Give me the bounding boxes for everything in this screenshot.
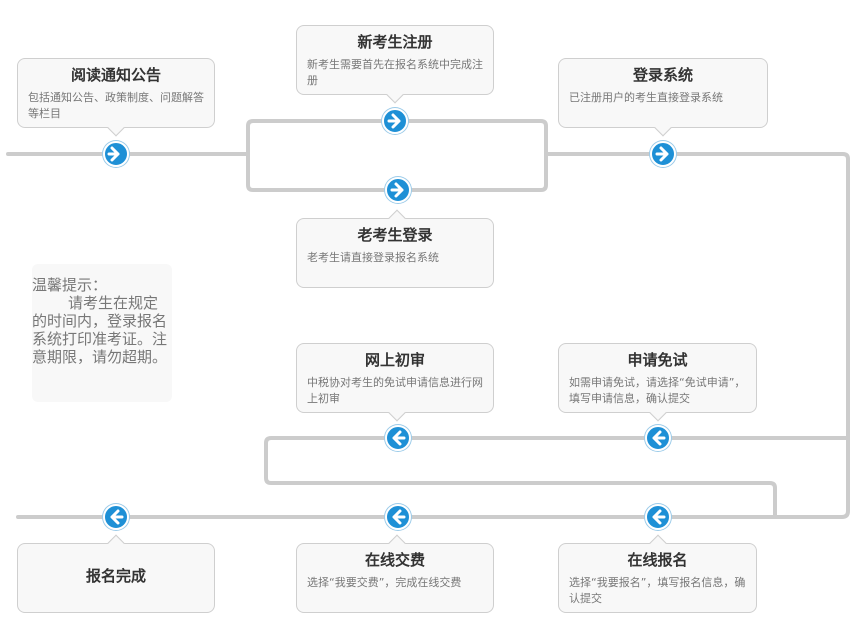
step-desc: 包括通知公告、政策制度、问题解答等栏目 [28,91,204,120]
line-top-right [544,152,850,440]
step-desc: 选择“我要报名”，填写报名信息，确认提交 [569,576,746,605]
step-complete: 报名完成 [17,543,215,613]
step-online-apply: 在线报名 选择“我要报名”，填写报名信息，确认提交 [558,543,757,613]
step-desc: 选择“我要交费”，完成在线交费 [307,576,462,589]
line-mid [264,436,850,519]
line-right-bottom [16,436,850,519]
arrow-right-icon [385,177,411,203]
tip-body: 请考生在规定的时间内，登录报名系统打印准考证。注意期限，请勿超期。 [32,294,168,366]
arrow-right-icon [103,141,129,167]
step-title: 阅读通知公告 [70,66,161,84]
step-online-pay: 在线交费 选择“我要交费”，完成在线交费 [296,543,494,613]
arrow-left-icon [645,425,671,451]
step-desc: 已注册用户的考生直接登录系统 [569,91,723,104]
arrow-left-icon [385,425,411,451]
step-apply-exempt: 申请免试 如需申请免试，请选择“免试申请”，填写申请信息，确认提交 [558,343,757,413]
tip-heading: 温馨提示： [32,276,108,294]
arrow-right-icon [650,141,676,167]
step-new-register: 新考生注册 新考生需要首先在报名系统中完成注册 [296,25,494,95]
step-title: 登录系统 [632,66,693,84]
step-desc: 中税协对考生的免试申请信息进行网上初审 [307,376,483,405]
arrow-right-icon [382,108,408,134]
step-title: 申请免试 [627,351,688,369]
arrow-left-icon [385,504,411,530]
step-title: 老考生登录 [357,226,433,244]
step-desc: 老考生请直接登录报名系统 [307,251,439,264]
step-read-notice: 阅读通知公告 包括通知公告、政策制度、问题解答等栏目 [17,58,215,128]
arrow-left-icon [103,504,129,530]
step-old-login: 老考生登录 老考生请直接登录报名系统 [296,218,494,288]
arrow-left-icon [645,504,671,530]
step-online-review: 网上初审 中税协对考生的免试申请信息进行网上初审 [296,343,494,413]
tip-box: 温馨提示： 请考生在规定的时间内，登录报名系统打印准考证。注意期限，请勿超期。 [32,264,172,402]
step-title: 网上初审 [364,351,425,369]
step-desc: 新考生需要首先在报名系统中完成注册 [307,58,483,87]
step-title: 报名完成 [85,567,146,585]
step-login: 登录系统 已注册用户的考生直接登录系统 [558,58,768,128]
step-title: 在线报名 [627,551,688,569]
step-title: 在线交费 [364,551,425,569]
step-desc: 如需申请免试，请选择“免试申请”，填写申请信息，确认提交 [569,376,746,405]
step-title: 新考生注册 [357,33,433,51]
